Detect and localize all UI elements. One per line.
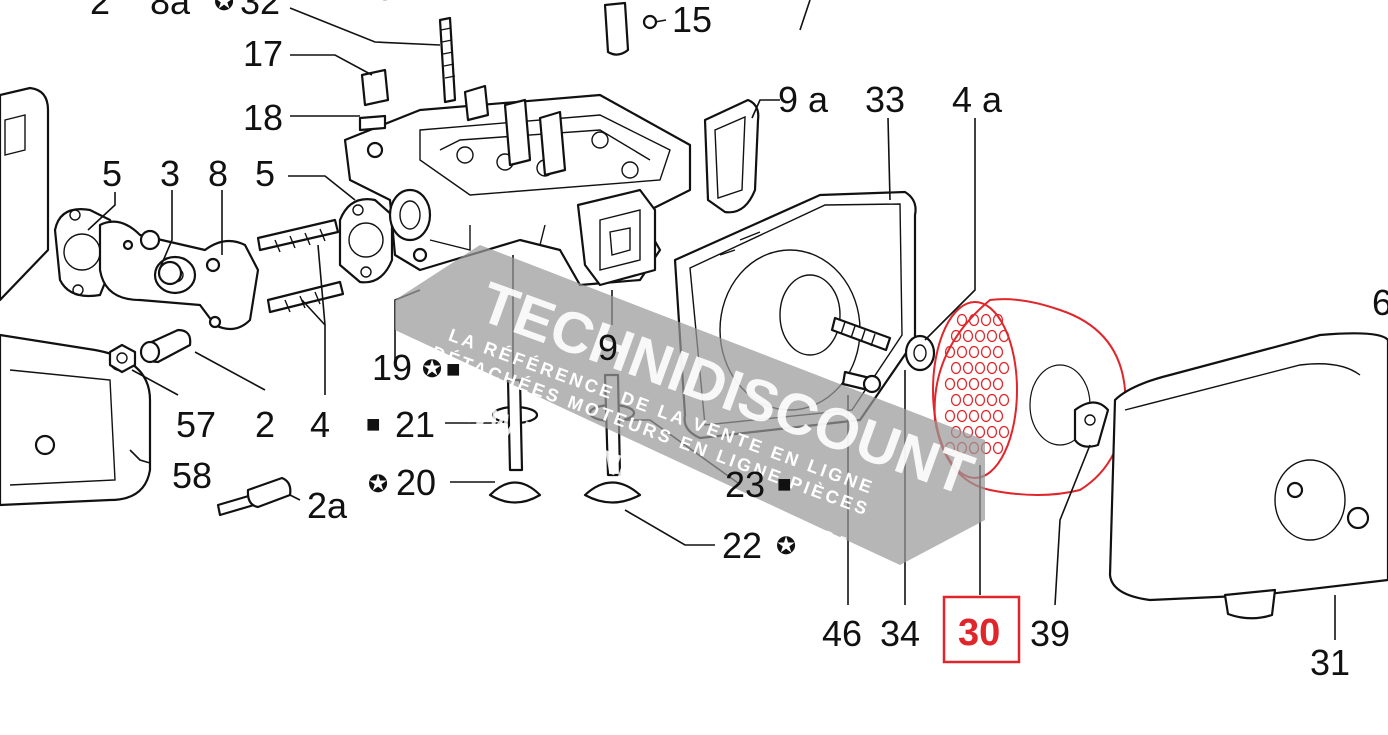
label-20: 20 xyxy=(396,462,436,503)
label-31: 31 xyxy=(1310,642,1350,683)
label-9: 9 xyxy=(598,327,618,368)
stud-32 xyxy=(438,16,457,104)
label-58: 58 xyxy=(172,455,212,496)
label-3: 3 xyxy=(160,153,180,194)
label-8a: 8a xyxy=(150,0,191,22)
filter-mesh xyxy=(944,313,1010,455)
label-17: 17 xyxy=(243,33,283,74)
label-4a: 4 a xyxy=(952,79,1003,120)
screw-46 xyxy=(841,370,882,394)
stud-2a xyxy=(216,476,292,517)
valve-left xyxy=(488,378,542,504)
air-filter-cover-31 xyxy=(1108,332,1388,620)
stud-4a xyxy=(830,316,892,352)
label-15: 15 xyxy=(672,0,712,40)
star-symbol: ✪ xyxy=(422,356,442,383)
label-33: 33 xyxy=(865,79,905,120)
label-8: 8 xyxy=(208,153,228,194)
label-9a: 9 a xyxy=(778,79,829,120)
label-23: 23 xyxy=(725,464,765,505)
label-2-top: 2 xyxy=(90,0,110,22)
square-symbol: ■ xyxy=(777,471,792,498)
star-symbol: ✪ xyxy=(214,0,234,16)
nut-57 xyxy=(108,343,137,374)
valve-guide-15 xyxy=(603,1,658,56)
square-symbol: ■ xyxy=(446,356,461,383)
clip-39 xyxy=(1073,401,1110,448)
label-18: 18 xyxy=(243,97,283,138)
label-5-mid: 5 xyxy=(255,153,275,194)
label-57: 57 xyxy=(176,404,216,445)
label-22: 22 xyxy=(722,525,762,566)
label-6: 6 xyxy=(1372,282,1388,323)
muffler-left xyxy=(0,333,152,507)
cover-far-left xyxy=(0,86,50,302)
label-32: 32 xyxy=(240,0,280,22)
label-4: 4 xyxy=(310,404,330,445)
highlight-part-30[interactable]: 30 xyxy=(942,595,1021,664)
star-symbol: ✪ xyxy=(368,471,388,498)
label-39: 39 xyxy=(1030,613,1070,654)
studs xyxy=(256,218,345,314)
star-symbol: ✪ xyxy=(776,533,796,560)
label-5-left: 5 xyxy=(102,153,122,194)
label-46: 46 xyxy=(822,613,862,654)
exhaust-gasket-mid xyxy=(338,198,394,284)
exhaust-manifold xyxy=(98,220,260,331)
callout-labels: 2 8a ✪ 32 20 15 17 18 9 a 33 4 a 5 3 8 5… xyxy=(90,0,1388,683)
label-2: 2 xyxy=(255,404,275,445)
label-30: 30 xyxy=(958,612,1000,654)
label-2a: 2a xyxy=(307,485,348,526)
gasket-9a xyxy=(703,98,760,214)
label-20-top: 20 xyxy=(355,0,395,8)
label-19: 19 xyxy=(372,347,412,388)
label-21: 21 xyxy=(395,404,435,445)
washer-34 xyxy=(904,334,936,372)
label-34: 34 xyxy=(880,613,920,654)
intake-flange xyxy=(576,188,657,287)
spacer-2 xyxy=(139,328,192,364)
square-symbol: ■ xyxy=(366,411,381,438)
